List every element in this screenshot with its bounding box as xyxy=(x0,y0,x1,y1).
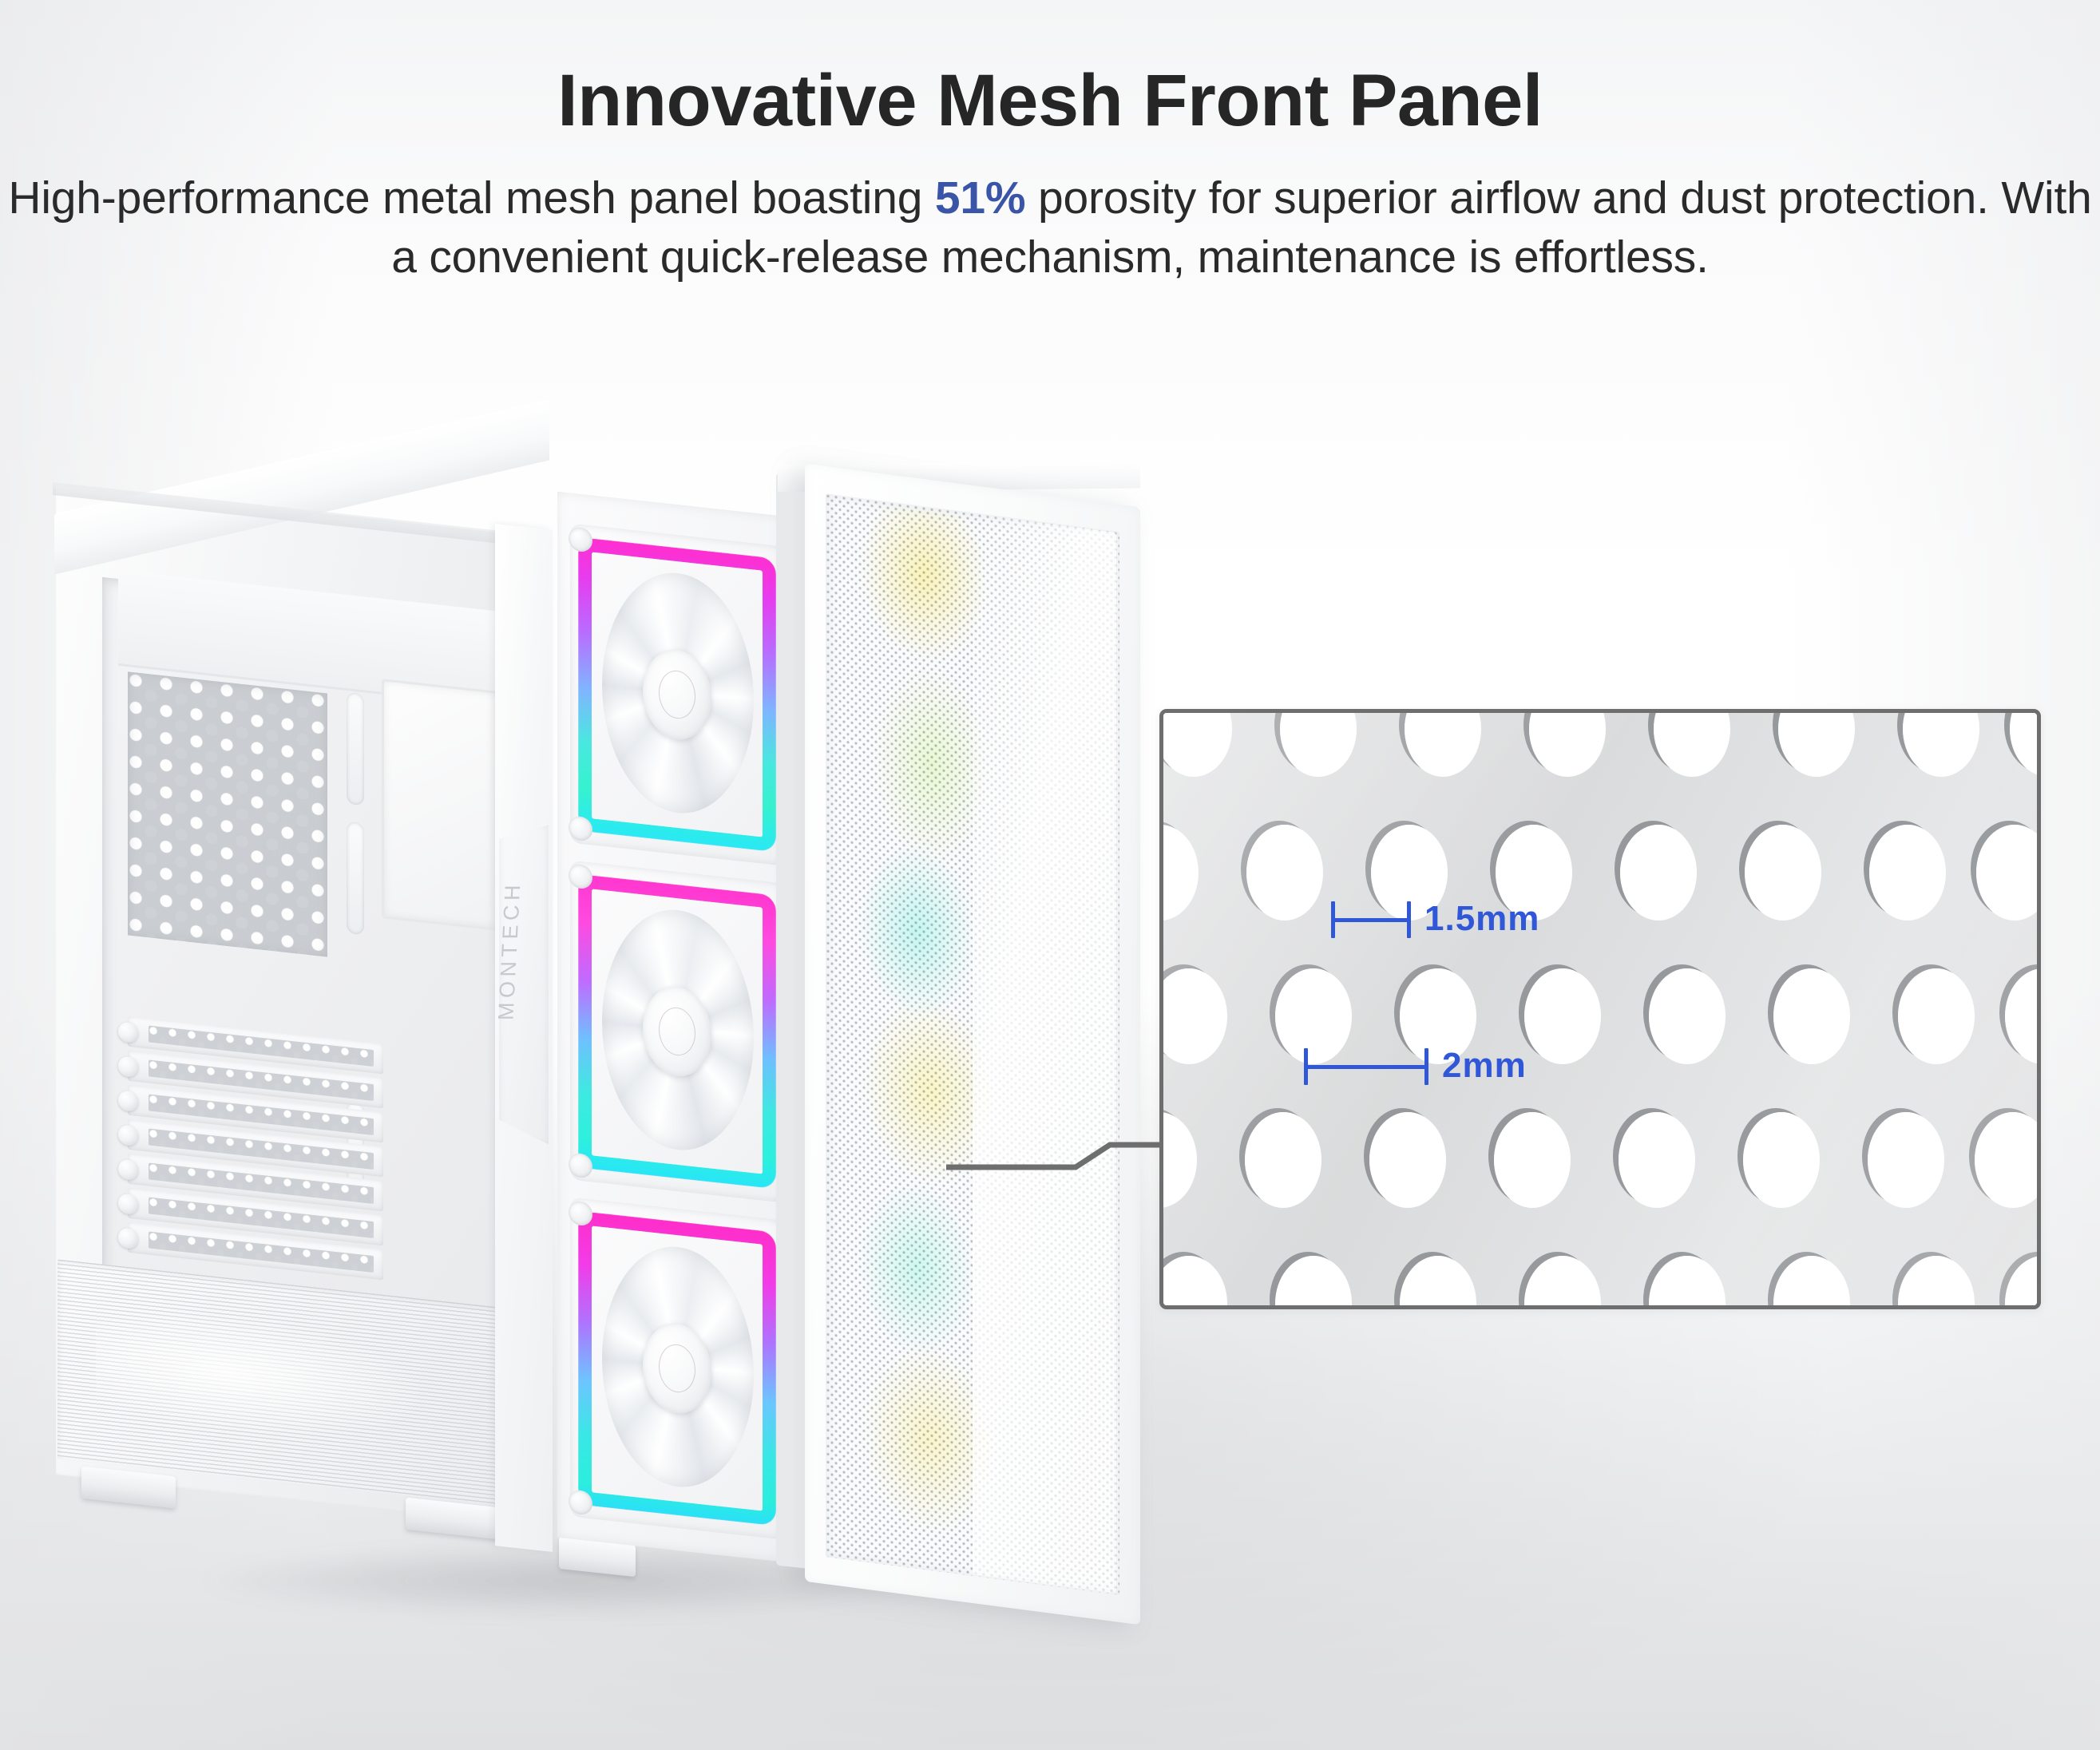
mesh-hole xyxy=(1163,1256,1227,1305)
mesh-hole xyxy=(1620,825,1697,921)
porosity-highlight: 51% xyxy=(934,172,1026,224)
mesh-hole xyxy=(1275,1256,1352,1305)
mesh-hole xyxy=(2005,1256,2037,1305)
mesh-hole xyxy=(1745,825,1821,921)
front-panel-side-edge xyxy=(776,473,806,1569)
mesh-hole xyxy=(1649,1256,1726,1305)
mesh-hole xyxy=(1163,1112,1197,1208)
mesh-hole xyxy=(1654,713,1730,777)
mesh-hole xyxy=(1369,1112,1446,1208)
perforation-hole-grid xyxy=(1163,713,2037,1305)
mesh-hole xyxy=(1524,968,1601,1064)
dimension-label-hole-pitch: 2mm xyxy=(1442,1046,1527,1085)
mesh-hole xyxy=(1246,825,1323,921)
header-block: Innovative Mesh Front Panel High-perform… xyxy=(0,0,2100,287)
cable-routing-slot-1 xyxy=(347,691,364,806)
brand-logo: MONTECH xyxy=(489,854,530,1046)
product-image-pc-case: MONTECH xyxy=(48,399,1182,1724)
mesh-hole xyxy=(1280,713,1357,777)
mesh-hole xyxy=(1496,825,1572,921)
mesh-hole xyxy=(1975,1112,2037,1208)
page-subtitle: High-performance metal mesh panel boasti… xyxy=(0,168,2100,287)
mesh-hole xyxy=(1163,968,1227,1064)
mesh-hole xyxy=(1400,968,1476,1064)
mesh-hole xyxy=(1976,825,2037,921)
mesh-hole xyxy=(2005,968,2037,1064)
pci-slot-stack xyxy=(118,1016,383,1308)
mesh-hole xyxy=(1405,713,1481,777)
motherboard-tray-honeycomb-vent xyxy=(128,671,327,957)
mesh-hole xyxy=(1743,1112,1820,1208)
subtitle-text-after: porosity for superior airflow and dust p… xyxy=(391,172,2092,283)
mesh-hole xyxy=(1163,713,1232,777)
front-fan-column xyxy=(557,491,797,1564)
front-panel-sheen xyxy=(973,514,1116,1594)
mesh-hole xyxy=(1773,968,1850,1064)
mesh-hole xyxy=(2010,713,2037,777)
subtitle-text-before: High-performance metal mesh panel boasti… xyxy=(8,172,935,224)
mesh-hole xyxy=(1649,968,1726,1064)
argb-fan-top xyxy=(569,523,784,866)
cable-routing-slot-2 xyxy=(347,821,364,936)
mesh-hole xyxy=(1245,1112,1321,1208)
mesh-hole xyxy=(1494,1112,1571,1208)
dimension-label-hole-diameter: 1.5mm xyxy=(1424,899,1540,938)
mesh-hole xyxy=(1903,713,1979,777)
mesh-hole xyxy=(1400,1256,1476,1305)
mesh-hole xyxy=(1619,1112,1695,1208)
mesh-hole xyxy=(1524,1256,1601,1305)
mesh-hole xyxy=(1529,713,1606,777)
mesh-hole xyxy=(1869,825,1946,921)
mesh-hole xyxy=(1275,968,1352,1064)
mesh-hole xyxy=(1778,713,1855,777)
argb-fan-bottom xyxy=(569,1197,784,1540)
argb-fan-middle xyxy=(569,860,784,1203)
mesh-hole xyxy=(1163,825,1199,921)
mesh-hole xyxy=(1898,1256,1975,1305)
mesh-hole xyxy=(1868,1112,1944,1208)
mesh-detail-callout: 1.5mm 2mm xyxy=(1159,709,2041,1309)
rear-io-bracket xyxy=(382,679,498,931)
mesh-hole xyxy=(1773,1256,1850,1305)
detached-mesh-front-panel xyxy=(776,461,1140,1625)
page-title: Innovative Mesh Front Panel xyxy=(557,60,1543,141)
mesh-hole xyxy=(1898,968,1975,1064)
brand-name-text: MONTECH xyxy=(493,880,525,1020)
